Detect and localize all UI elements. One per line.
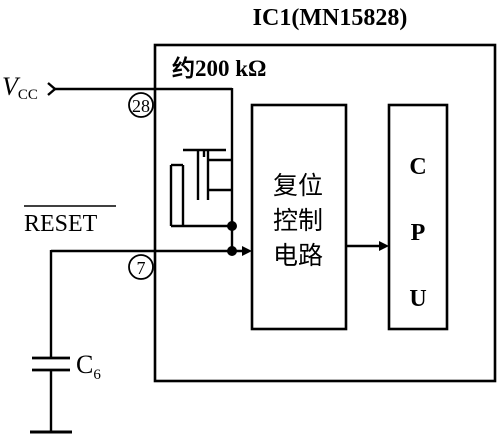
pin-7-circle <box>128 254 154 280</box>
cpu-letter-u: U <box>409 286 426 312</box>
cpu-block <box>387 103 449 331</box>
cpu-letter-c: C <box>409 154 426 180</box>
reset-label: RESET <box>24 211 98 237</box>
pin-7-number: 7 <box>137 258 146 278</box>
reset-control-line-1: 复位 <box>273 172 323 200</box>
reset-control-block <box>250 103 348 331</box>
resistor-label: 约200 kΩ <box>172 55 266 81</box>
reset-arrowhead <box>242 246 252 256</box>
capacitor-label: C6 <box>76 350 101 383</box>
pin-28-circle <box>128 92 154 118</box>
control-to-cpu-arrowhead <box>379 241 389 251</box>
cpu-letter-p: P <box>411 220 426 246</box>
ic-title: IC1(MN15828) <box>253 5 408 31</box>
reset-control-line-3: 电路 <box>273 242 323 270</box>
vcc-label: VCC <box>2 72 38 103</box>
pin-28-number: 28 <box>132 96 150 116</box>
reset-control-line-2: 控制 <box>273 207 323 235</box>
vcc-input-chevron <box>47 82 57 96</box>
ic-outline <box>153 43 497 383</box>
